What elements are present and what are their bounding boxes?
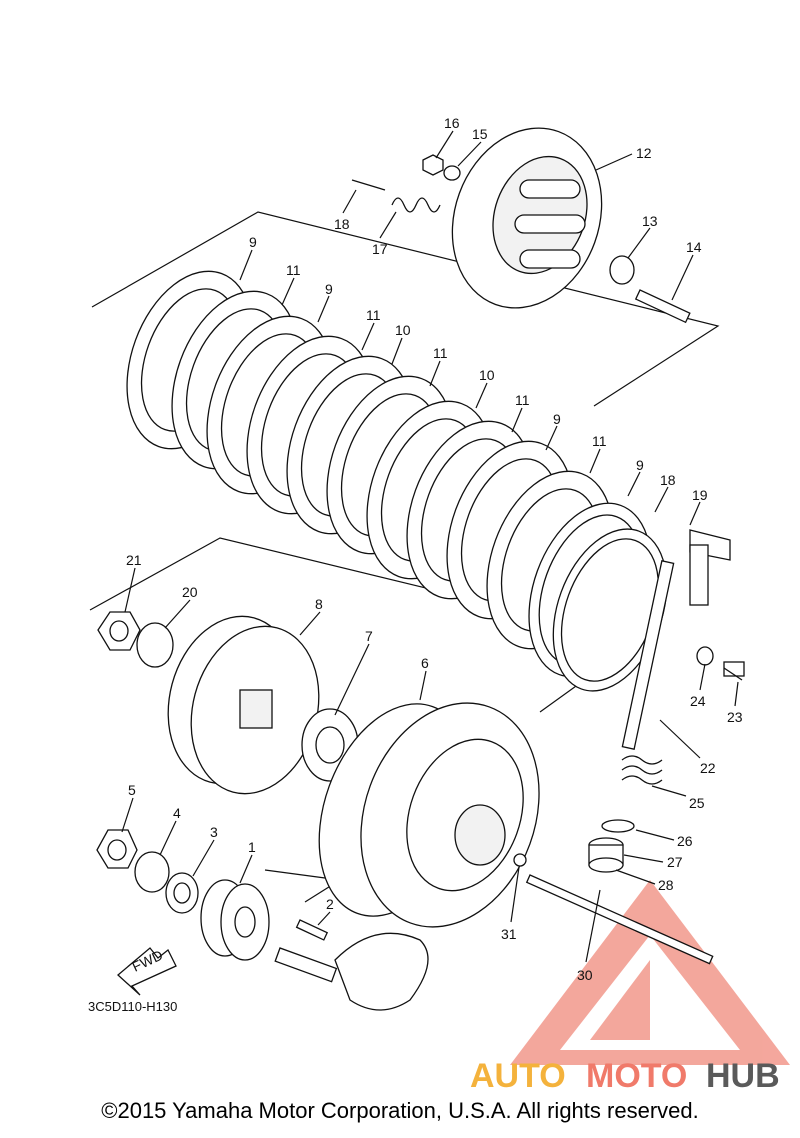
callout-24: 23 bbox=[727, 709, 743, 725]
clutch-plate-stack bbox=[126, 270, 668, 692]
callout-10: 10 bbox=[395, 322, 411, 338]
primary-drive-gear-1 bbox=[200, 879, 270, 961]
callout-15: 15 bbox=[472, 126, 488, 142]
bolt-24 bbox=[723, 661, 745, 681]
spring-17 bbox=[391, 197, 441, 213]
callout-9: 9 bbox=[636, 457, 644, 473]
push-rod-30 bbox=[525, 874, 714, 965]
callout-28: 27 bbox=[667, 854, 683, 870]
push-lever-shaft-23 bbox=[621, 529, 731, 750]
callout-11: 11 bbox=[286, 262, 301, 278]
bearing-28 bbox=[588, 837, 624, 873]
washer-25 bbox=[696, 646, 714, 666]
svg-text:AUTO: AUTO bbox=[470, 1057, 566, 1095]
copyright-notice: ©2015 Yamaha Motor Corporation, U.S.A. A… bbox=[101, 1098, 699, 1123]
callout-29: 28 bbox=[658, 877, 674, 893]
callout-26: 25 bbox=[689, 795, 705, 811]
key-2 bbox=[295, 919, 329, 941]
callout-11: 11 bbox=[433, 345, 448, 361]
callout-23: 22 bbox=[700, 760, 716, 776]
callout-30: 30 bbox=[577, 967, 593, 983]
lock-washer-21 bbox=[136, 622, 174, 668]
callout-9: 9 bbox=[249, 234, 257, 250]
lock-washer-4 bbox=[134, 851, 170, 893]
callout-2: 2 bbox=[326, 896, 334, 912]
callout-9: 9 bbox=[325, 281, 333, 297]
callout-6: 6 bbox=[421, 655, 429, 671]
callout-31: 31 bbox=[501, 926, 517, 942]
watermark-logo bbox=[510, 880, 790, 1065]
callout-19: 18 bbox=[660, 472, 676, 488]
clutch-boss-8 bbox=[167, 615, 320, 795]
callout-5: 5 bbox=[128, 782, 136, 798]
pressure-plate bbox=[451, 127, 603, 309]
callout-11: 11 bbox=[366, 307, 381, 323]
callout-labels: 9 11 9 11 10 11 10 11 9 11 9 18 19 12 13… bbox=[126, 115, 743, 983]
watermark-text: AUTO MOTO HUB bbox=[470, 1057, 780, 1095]
svg-text:MOTO: MOTO bbox=[586, 1057, 687, 1095]
callout-13: 13 bbox=[642, 213, 658, 229]
washer-27 bbox=[601, 819, 635, 833]
fwd-arrow: FWD bbox=[117, 947, 177, 996]
spring-26 bbox=[621, 755, 663, 785]
callout-9: 9 bbox=[553, 411, 561, 427]
bolt-18 bbox=[351, 179, 386, 191]
callout-1: 1 bbox=[248, 839, 256, 855]
callout-27: 26 bbox=[677, 833, 693, 849]
crankshaft bbox=[274, 932, 429, 1011]
nut-16 bbox=[422, 154, 444, 176]
push-rod-14 bbox=[634, 289, 691, 324]
callout-8: 8 bbox=[315, 596, 323, 612]
callout-21: 20 bbox=[182, 584, 198, 600]
callout-12: 12 bbox=[636, 145, 652, 161]
callout-16: 16 bbox=[444, 115, 460, 131]
callout-4: 4 bbox=[173, 805, 181, 821]
callout-3: 3 bbox=[210, 824, 218, 840]
callout-11: 11 bbox=[592, 433, 607, 449]
callout-10: 10 bbox=[479, 367, 495, 383]
callout-17: 17 bbox=[372, 241, 388, 257]
callout-14: 14 bbox=[686, 239, 702, 255]
ball-31 bbox=[513, 853, 527, 867]
clutch-housing-6 bbox=[318, 702, 540, 928]
callout-20: 19 bbox=[692, 487, 708, 503]
callout-11: 11 bbox=[515, 392, 530, 408]
diagram-code: 3C5D110-H130 bbox=[88, 999, 177, 1014]
svg-text:HUB: HUB bbox=[706, 1057, 780, 1095]
callout-25: 24 bbox=[690, 693, 706, 709]
washer-15 bbox=[443, 165, 461, 181]
bearing-13 bbox=[609, 255, 635, 285]
callout-18: 18 bbox=[334, 216, 350, 232]
callout-22: 21 bbox=[126, 552, 142, 568]
leader-lines bbox=[121, 130, 739, 963]
callout-7: 7 bbox=[365, 628, 373, 644]
